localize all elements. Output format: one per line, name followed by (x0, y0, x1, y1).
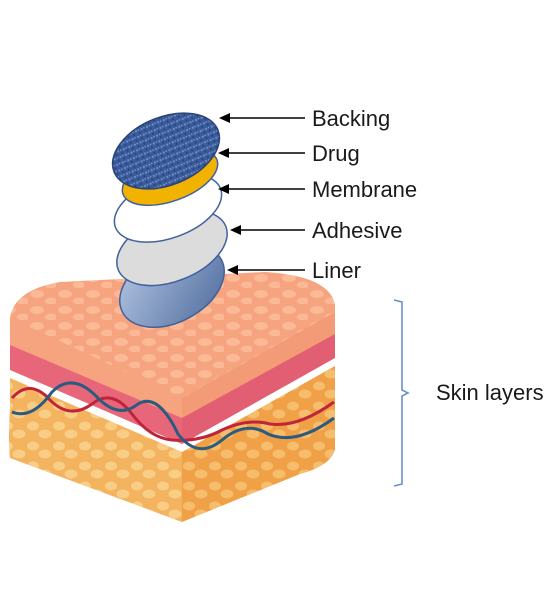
label-drug: Drug (312, 141, 360, 166)
skin-block (9, 272, 335, 522)
membrane-arrow (218, 184, 305, 194)
label-backing: Backing (312, 106, 390, 131)
adhesive-arrow (230, 225, 305, 235)
layer-labels: Backing Drug Membrane Adhesive Liner (312, 106, 417, 283)
label-skin-layers: Skin layers (436, 380, 544, 405)
skin-right-face (182, 312, 335, 522)
label-membrane: Membrane (312, 177, 417, 202)
backing-arrow (219, 113, 305, 123)
backing-layer (111, 112, 221, 190)
patch-stack (111, 112, 228, 328)
skin-layers-bracket (393, 299, 410, 487)
label-liner: Liner (312, 258, 361, 283)
drug-arrow (218, 148, 305, 158)
liner-arrow (227, 265, 305, 275)
label-arrows (218, 113, 305, 275)
vein-blue (11, 381, 335, 451)
label-adhesive: Adhesive (312, 218, 403, 243)
vein-red (10, 387, 335, 442)
